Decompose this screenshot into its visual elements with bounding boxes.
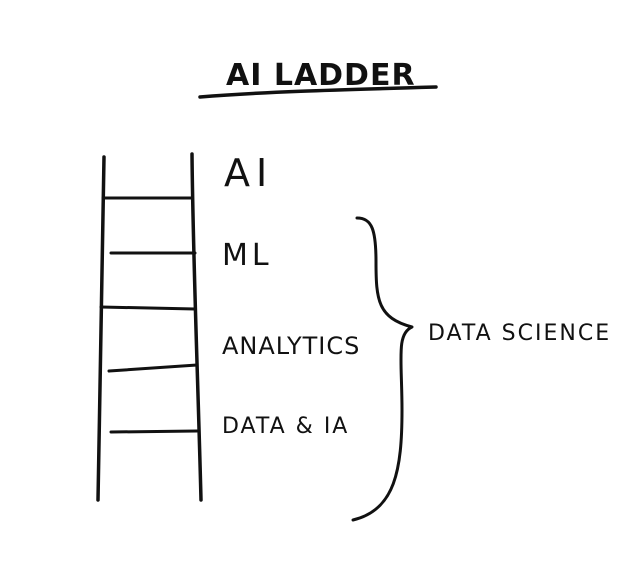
ladder-rung-3 bbox=[99, 305, 197, 311]
ladder-left-rail bbox=[96, 155, 106, 502]
bracket-label-data-science: DATA SCIENCE bbox=[428, 321, 611, 346]
rung-label-ai: AI bbox=[224, 151, 273, 195]
curly-brace bbox=[351, 216, 414, 522]
rung-label-ml: ML bbox=[222, 238, 273, 273]
rung-label-data-ia: DATA & IA bbox=[222, 414, 349, 439]
title-underline bbox=[198, 85, 438, 99]
ladder-rung-4 bbox=[107, 363, 199, 373]
ladder-right-rail bbox=[190, 152, 203, 502]
rung-label-analytics: ANALYTICS bbox=[222, 332, 360, 360]
ladder-rung-5 bbox=[109, 429, 199, 434]
